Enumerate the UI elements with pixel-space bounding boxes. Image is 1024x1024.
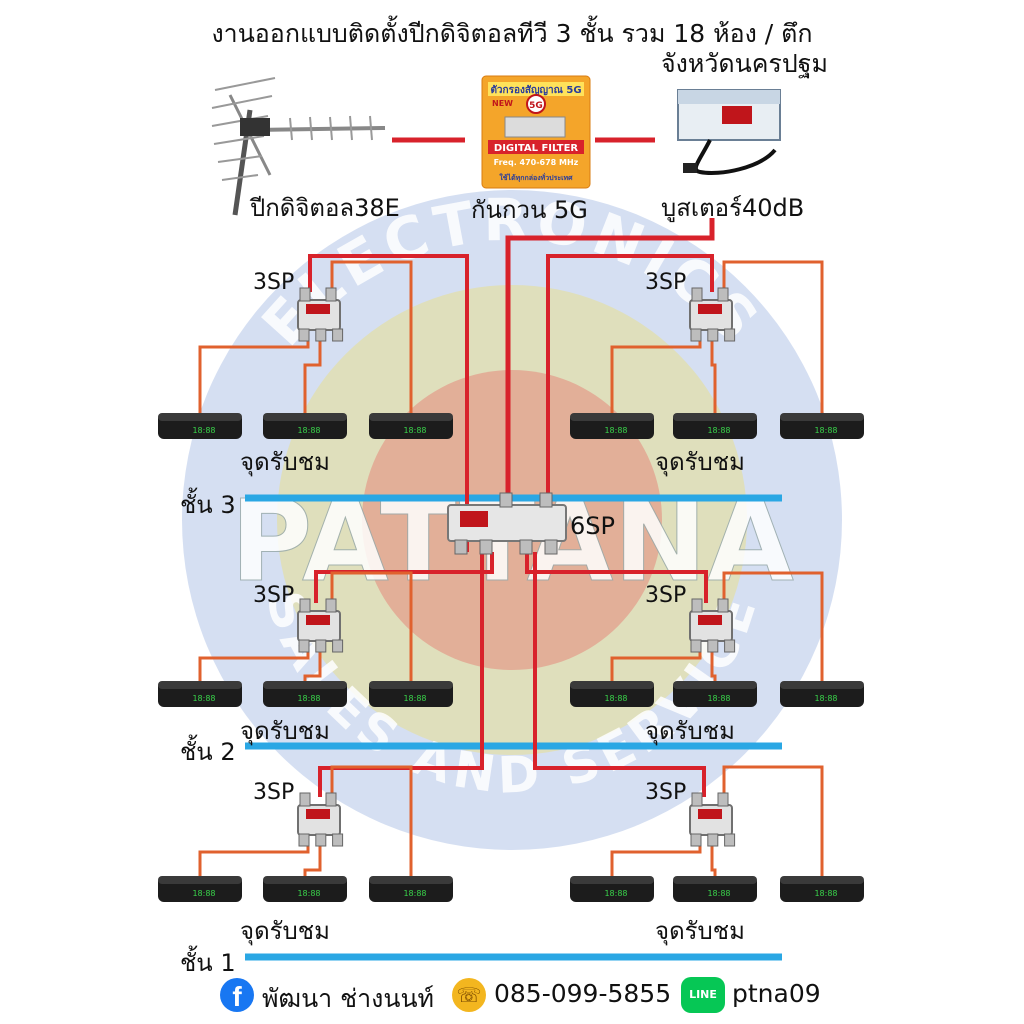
stb-display: 18:88 [403, 889, 426, 898]
set-top-box: 18:88 [263, 413, 347, 439]
3way-splitter [297, 287, 344, 342]
stb-display: 18:88 [403, 694, 426, 703]
stb-display: 18:88 [707, 694, 730, 703]
receiver-label: จุดรับชม [240, 717, 330, 745]
set-top-box: 18:88 [780, 876, 864, 902]
set-top-box: 18:88 [263, 681, 347, 707]
contact-name: พัฒนา ช่างนนท์ [262, 984, 435, 1013]
stb-display: 18:88 [814, 694, 837, 703]
set-top-box: 18:88 [369, 413, 453, 439]
filter-brand: ตัวกรองสัญญาณ 5G [490, 84, 581, 96]
set-top-box: 18:88 [780, 413, 864, 439]
stb-display: 18:88 [192, 889, 215, 898]
stb-display: 18:88 [604, 889, 627, 898]
receiver-label: จุดรับชม [655, 448, 745, 476]
booster-label: บูสเตอร์40dB [661, 194, 805, 222]
main-6way-splitter [447, 492, 567, 555]
phone-icon[interactable]: ☏ [452, 978, 486, 1012]
stb-display: 18:88 [297, 426, 320, 435]
line-app-icon[interactable]: LINE [681, 977, 725, 1013]
antenna-icon [211, 77, 386, 216]
5g-filter-icon: ตัวกรองสัญญาณ 5G NEW 5G DIGITAL FILTER F… [481, 75, 591, 189]
stb-display: 18:88 [403, 426, 426, 435]
set-top-box: 18:88 [570, 681, 654, 707]
set-top-box: 18:88 [158, 876, 242, 902]
stb-display: 18:88 [192, 426, 215, 435]
set-top-box: 18:88 [673, 413, 757, 439]
splitter-label: 3SP [253, 780, 295, 805]
drop-cables [198, 260, 824, 888]
filter-note-text: ใช้ได้ทุกกล่องทั่วประเทศ [499, 172, 573, 182]
receiver-label: จุดรับชม [240, 448, 330, 476]
main-cables [392, 137, 715, 500]
receiver-label: จุดรับชม [645, 717, 735, 745]
main-splitter-label: 6SP [570, 512, 615, 540]
filter-new-badge: NEW [492, 99, 513, 108]
booster-icon [677, 89, 781, 175]
3way-splitter [297, 598, 344, 653]
set-top-box: 18:88 [570, 876, 654, 902]
splitter-label: 3SP [253, 270, 295, 295]
contact-footer: f พัฒนา ช่างนนท์ ☏ 085-099-5855 LINE ptn… [0, 975, 1024, 1015]
set-top-box: 18:88 [369, 681, 453, 707]
stb-display: 18:88 [707, 889, 730, 898]
3way-splitter [689, 792, 736, 847]
set-top-box: 18:88 [158, 413, 242, 439]
filter-label: กันกวน 5G [471, 196, 588, 224]
stb-display: 18:88 [192, 694, 215, 703]
filter-5g-badge: 5G [529, 101, 543, 111]
set-top-box: 18:88 [780, 681, 864, 707]
stb-display: 18:88 [814, 889, 837, 898]
set-top-box: 18:88 [158, 681, 242, 707]
3way-splitter [297, 792, 344, 847]
diagram-title: งานออกแบบติดตั้งปีกดิจิตอลทีวี 3 ชั้น รว… [211, 19, 813, 48]
receiver-label: จุดรับชม [655, 917, 745, 945]
facebook-icon[interactable]: f [220, 978, 254, 1012]
contact-phone[interactable]: 085-099-5855 [494, 979, 672, 1008]
stb-display: 18:88 [297, 694, 320, 703]
floor-lines [245, 494, 782, 961]
set-top-box: 18:88 [369, 876, 453, 902]
floor-3-label: ชั้น 3 [180, 491, 236, 519]
contact-line-id[interactable]: ptna09 [732, 979, 821, 1008]
splitter-label: 3SP [645, 270, 687, 295]
stb-display: 18:88 [604, 694, 627, 703]
antenna-label: ปีกดิจิตอล38E [250, 194, 400, 222]
set-top-box: 18:88 [673, 681, 757, 707]
stb-display: 18:88 [297, 889, 320, 898]
stb-display: 18:88 [814, 426, 837, 435]
stb-display: 18:88 [604, 426, 627, 435]
3way-splitter [689, 287, 736, 342]
splitter-label: 3SP [645, 780, 687, 805]
distribution-cables [308, 254, 714, 797]
set-top-box: 18:88 [570, 413, 654, 439]
receiver-label: จุดรับชม [240, 917, 330, 945]
floor-1-label: ชั้น 1 [180, 949, 236, 977]
set-top-box: 18:88 [263, 876, 347, 902]
filter-product-text: DIGITAL FILTER [494, 143, 579, 154]
stb-display: 18:88 [707, 426, 730, 435]
filter-freq-text: Freq. 470-678 MHz [494, 158, 579, 167]
3way-splitter [689, 598, 736, 653]
diagram-subtitle: จังหวัดนครปฐม [661, 49, 828, 78]
splitter-label: 3SP [253, 583, 295, 608]
splitter-label: 3SP [645, 583, 687, 608]
set-top-box: 18:88 [673, 876, 757, 902]
floor-2-label: ชั้น 2 [180, 738, 236, 766]
